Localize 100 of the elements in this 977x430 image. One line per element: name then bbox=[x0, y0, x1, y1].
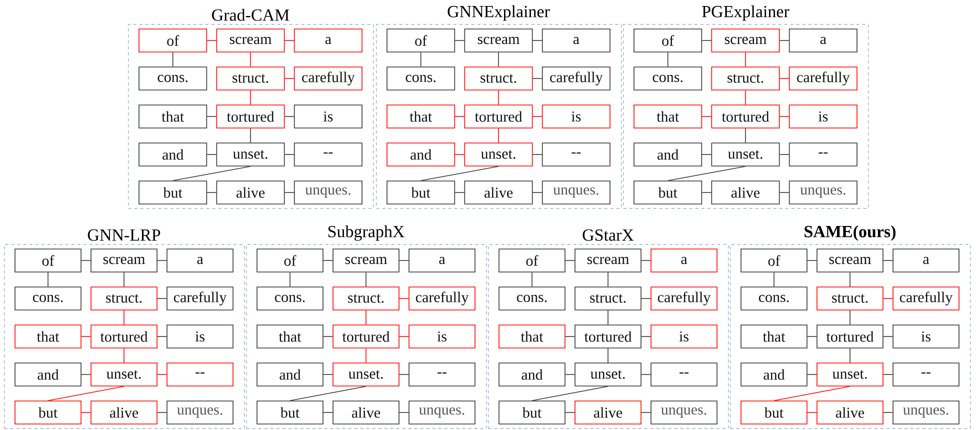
word-box: scream bbox=[711, 28, 780, 52]
connector-line bbox=[206, 154, 217, 155]
word-box: tortured bbox=[816, 324, 884, 348]
word-box: cons. bbox=[256, 286, 324, 310]
word-box: but bbox=[138, 180, 208, 204]
connector-line bbox=[420, 52, 422, 67]
connector-line bbox=[81, 336, 91, 337]
connector-line bbox=[172, 52, 174, 67]
connector-line bbox=[532, 192, 542, 193]
connector-line bbox=[745, 90, 746, 105]
word-box: and bbox=[386, 142, 456, 166]
word-box: struct. bbox=[90, 286, 158, 310]
panel-title: PGExplainer bbox=[702, 5, 790, 21]
connector-line bbox=[641, 260, 651, 261]
word-box: struct. bbox=[574, 286, 642, 310]
connector-line bbox=[702, 40, 712, 41]
connector-line bbox=[399, 412, 409, 413]
connector-line bbox=[532, 116, 542, 117]
word-box: of bbox=[256, 248, 324, 272]
panel-title: GNN-LRP bbox=[88, 229, 160, 241]
word-box: but bbox=[634, 180, 702, 204]
connector-line bbox=[284, 78, 294, 79]
connector-line bbox=[323, 412, 333, 413]
word-box: that bbox=[740, 324, 808, 348]
word-box: scream bbox=[816, 248, 884, 272]
connector-line bbox=[532, 154, 542, 155]
word-box: -- bbox=[650, 362, 718, 386]
word-box: but bbox=[386, 180, 456, 204]
connector-line bbox=[399, 298, 409, 299]
word-box: and bbox=[138, 142, 208, 166]
word-box: alive bbox=[90, 400, 158, 424]
word-box: -- bbox=[788, 142, 858, 166]
word-box: unques. bbox=[650, 400, 718, 424]
word-box: of bbox=[740, 248, 808, 272]
word-box: unques. bbox=[408, 400, 476, 424]
word-box: scream bbox=[216, 28, 285, 52]
word-box: of bbox=[634, 28, 702, 52]
connector-line bbox=[807, 374, 817, 375]
word-box: that bbox=[14, 324, 82, 348]
connector-line bbox=[883, 412, 893, 413]
connector-line bbox=[779, 78, 790, 79]
connector-line bbox=[565, 260, 575, 261]
word-box: unset. bbox=[574, 362, 642, 386]
word-box: alive bbox=[816, 400, 884, 424]
connector-line bbox=[498, 52, 499, 67]
word-box: a bbox=[788, 28, 858, 52]
connector-line bbox=[807, 412, 817, 413]
connector-line bbox=[702, 154, 712, 155]
word-box: alive bbox=[464, 180, 533, 204]
connector-line bbox=[206, 40, 217, 41]
word-box: carefully bbox=[166, 286, 234, 310]
word-box: is bbox=[408, 324, 476, 348]
connector-line bbox=[284, 154, 294, 155]
connector-line bbox=[284, 192, 294, 193]
connector-line bbox=[399, 374, 409, 375]
word-box: and bbox=[14, 362, 82, 386]
connector-line bbox=[641, 412, 651, 413]
panel-title: SubgraphX bbox=[328, 225, 404, 241]
connector-line bbox=[250, 90, 251, 105]
word-box: a bbox=[650, 248, 718, 272]
word-box: is bbox=[650, 324, 718, 348]
connector-line bbox=[883, 260, 893, 261]
panel-title: SAME(ours) bbox=[804, 225, 896, 241]
connector-line bbox=[807, 336, 817, 337]
word-box: scream bbox=[574, 248, 642, 272]
word-box: of bbox=[14, 248, 82, 272]
word-box: carefully bbox=[542, 66, 610, 90]
word-box: -- bbox=[542, 142, 610, 166]
connector-line bbox=[565, 374, 575, 375]
word-box: a bbox=[542, 28, 610, 52]
word-box: struct. bbox=[464, 66, 533, 90]
word-box: carefully bbox=[650, 286, 718, 310]
connector-line bbox=[454, 40, 465, 41]
connector-line bbox=[565, 336, 575, 337]
word-box: -- bbox=[294, 142, 362, 166]
word-box: and bbox=[498, 362, 566, 386]
word-box: alive bbox=[332, 400, 400, 424]
connector-line bbox=[498, 90, 499, 105]
connector-line bbox=[745, 128, 746, 143]
word-box: tortured bbox=[216, 104, 285, 128]
word-box: alive bbox=[216, 180, 285, 204]
word-box: that bbox=[498, 324, 566, 348]
connector-line bbox=[641, 374, 651, 375]
word-box: carefully bbox=[408, 286, 476, 310]
connector-line bbox=[323, 336, 333, 337]
word-box: unset. bbox=[816, 362, 884, 386]
word-box: a bbox=[166, 248, 234, 272]
word-box: -- bbox=[892, 362, 960, 386]
word-box: struct. bbox=[332, 286, 400, 310]
connector-line bbox=[454, 116, 465, 117]
word-box: a bbox=[892, 248, 960, 272]
word-box: unques. bbox=[294, 180, 362, 204]
connector-line bbox=[206, 116, 217, 117]
connector-line bbox=[157, 374, 168, 375]
word-box: scream bbox=[90, 248, 158, 272]
word-box: is bbox=[788, 104, 858, 128]
word-box: struct. bbox=[711, 66, 780, 90]
word-box: -- bbox=[408, 362, 476, 386]
connector-line bbox=[565, 412, 575, 413]
word-box: is bbox=[542, 104, 610, 128]
